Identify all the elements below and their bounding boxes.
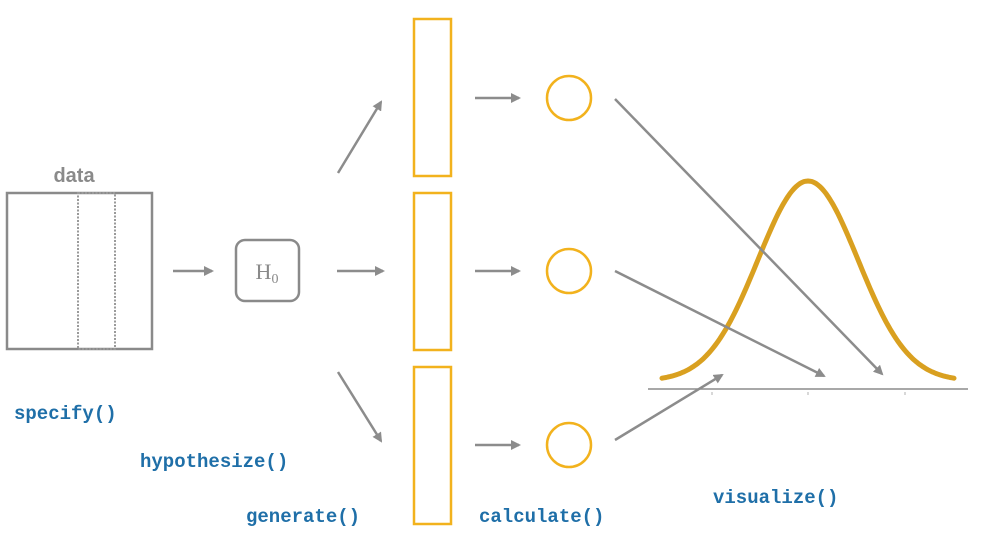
visualize-label: visualize(): [713, 487, 838, 509]
hypothesis-symbol: H0: [256, 259, 279, 287]
data-label: data: [53, 165, 95, 187]
arrow-stat-bottom-to-distribution: [614, 373, 724, 442]
hypothesize-label: hypothesize(): [140, 451, 288, 473]
generate-label: generate(): [246, 506, 360, 528]
hypothesis-box: [234, 238, 301, 303]
generated-sample-top: [412, 17, 453, 178]
specify-label: specify(): [14, 403, 117, 425]
data-selected-column: [77, 192, 116, 350]
arrow-stat-middle-to-distribution: [614, 269, 826, 378]
statistic-circle-bottom: [545, 421, 593, 469]
statistic-circle-top: [545, 74, 593, 122]
arrow-hypothesis-to-sample-bottom: [336, 371, 383, 443]
generated-sample-middle: [412, 191, 453, 352]
arrow-hypothesis-to-sample-top: [336, 100, 383, 174]
calculate-label: calculate(): [479, 506, 604, 528]
arrow-stat-top-to-distribution: [614, 98, 884, 376]
statistic-circle-middle: [545, 247, 593, 295]
null-distribution-curve: [659, 178, 957, 381]
generated-sample-bottom: [412, 365, 453, 526]
data-table: [5, 191, 154, 351]
